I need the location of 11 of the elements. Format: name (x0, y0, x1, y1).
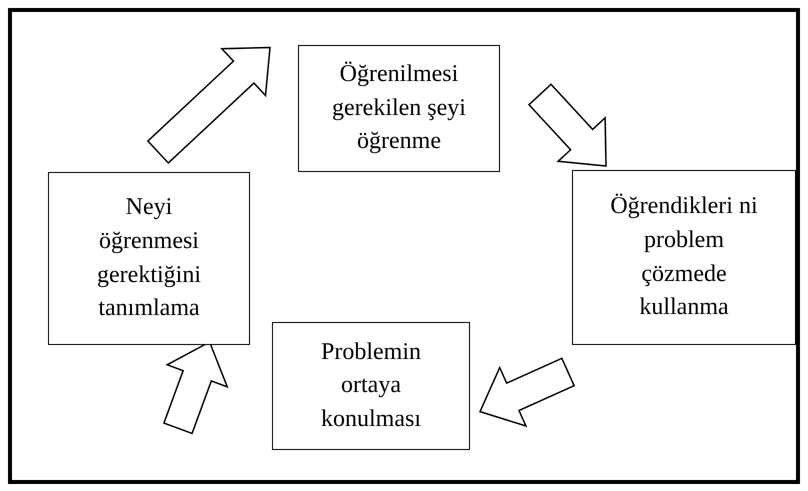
box-text: Problemin ortaya konulması (320, 338, 422, 434)
text-box (572, 170, 796, 345)
box-text: Öğrendikleri ni problem çözmede kullanma (609, 192, 759, 322)
box-text: Öğrenilmesi gerekilen şeyi öğrenme (331, 60, 467, 156)
text-box (272, 322, 470, 450)
text-box (48, 172, 250, 345)
block-arrow (478, 357, 576, 428)
block-arrow (146, 46, 271, 164)
block-arrow (528, 83, 607, 167)
text-box (298, 45, 500, 172)
box-text: Neyi öğrenmesi gerektiğini tanımlama (96, 193, 202, 324)
